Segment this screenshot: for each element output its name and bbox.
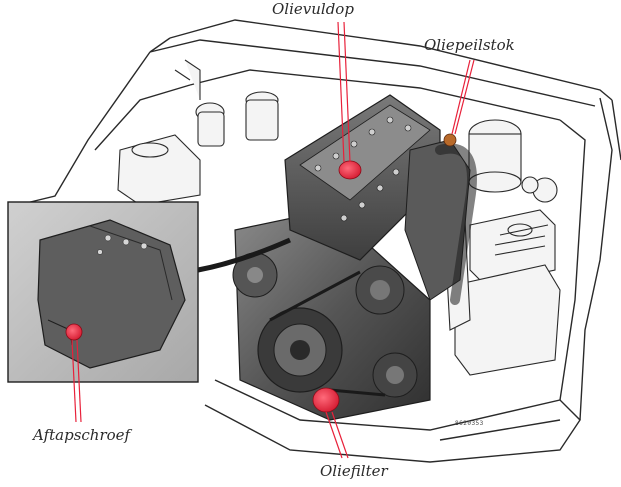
dipstick-marker — [443, 133, 457, 147]
highlight-markers — [65, 133, 457, 413]
oil-filler-cap-leader-2 — [343, 21, 351, 163]
drain-plug-label: Aftapschroef — [33, 426, 131, 444]
dipstick-leader — [451, 59, 471, 135]
dipstick-label: Oliepeilstok — [424, 36, 515, 54]
drain-plug-leader — [71, 339, 77, 423]
drain-plug-marker — [65, 323, 83, 341]
oil-filter-marker — [312, 387, 340, 413]
drain-detail-inset — [7, 201, 199, 383]
oil-filter-leader — [331, 411, 349, 459]
leader-lines — [71, 21, 475, 459]
oil-filter-label: Oliefilter — [320, 462, 388, 480]
dipstick-leader-2 — [454, 59, 475, 135]
oil-filler-cap-label: Olievuldop — [272, 0, 354, 18]
oil-filler-cap-marker — [338, 160, 362, 180]
left-bay-components — [117, 59, 279, 206]
oil-filler-cap-leader — [337, 21, 345, 163]
drain-plug-leader-2 — [76, 339, 82, 423]
oil-filter-leader-2 — [325, 411, 343, 459]
figure-code: 8620353 — [455, 420, 484, 427]
car-body-outline — [17, 19, 621, 463]
engine-block — [197, 94, 477, 421]
